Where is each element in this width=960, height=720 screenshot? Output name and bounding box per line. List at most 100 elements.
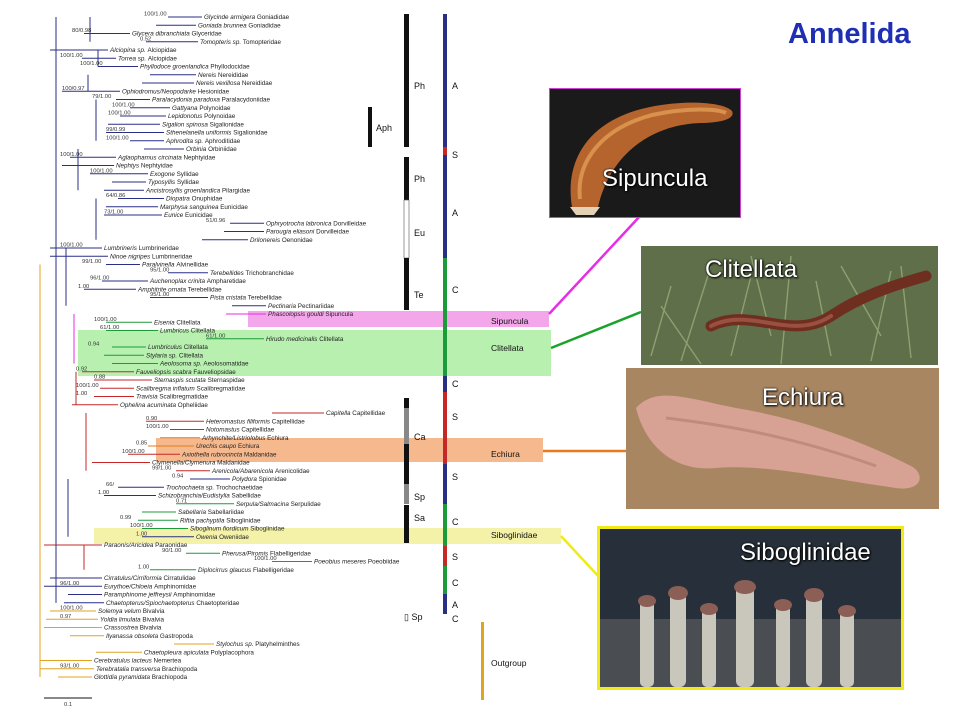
support-value: 100/1.00 [90,168,113,174]
tree-tip-label: Lumbriculus Clitellata [148,344,208,351]
tree-tip-label: Capitella Capitellidae [326,410,386,417]
group-bar-left [368,14,410,543]
support-value: 1.00 [136,531,147,537]
tree-tip-label: Arenicola/Abarenicola Arenicolidae [211,468,310,475]
support-value: 99/0.99 [106,127,125,133]
support-value: 100/1.00 [60,152,83,158]
tree-tip-label: Axiothella rubrocincta Maldanidae [181,451,277,458]
tree-tip-label: Crassostrea Bivalvia [104,625,162,632]
column-label-s-4: S [452,552,458,562]
column-label-a-1: A [452,81,458,91]
tree-tip-label: Arhynchite/Listriolobus Echiura [201,435,289,442]
support-value: 95/1.00 [150,292,169,298]
support-value: 100/1.00 [80,61,103,67]
tree-tip-label: Glycera dibranchiata Glyceridae [132,31,222,38]
tree-tip-label: Paraonis/Aricidea Paraonidae [104,542,188,549]
column-label-c-2: C [452,379,459,389]
tree-tip-label: Sabellaria Sabellariidae [178,509,245,516]
tree-tip-label: Diplocirrus glaucus Flabelligeridae [198,567,294,574]
tree-tip-label: Sternaspis scutata Sternaspidae [154,377,245,384]
tree-tip-label: Torrea sp. Alciopidae [118,55,177,62]
photo-label-clitellata: Clitellata [705,256,798,283]
support-value: 100/1.00 [146,424,169,430]
tree-tip-label: Pherusa/Piromis Flabelligeridae [222,550,311,557]
support-value: 100/1.00 [130,523,153,529]
tree-tip-label: Riftia pachyptila Siboglinidae [180,517,261,524]
tree-branches [39,16,324,678]
tree-tip-label: Eisenia Clitellata [154,319,201,326]
band-label-echiura: Echiura [491,449,520,459]
tree-tip-label: Chaetopterus/Spiochaetopterus Chaetopter… [106,600,240,607]
support-value: 100/1.00 [106,135,129,141]
connector-siboglinidae [560,535,601,579]
band-label-clitellata: Clitellata [491,343,524,353]
group-label-eu: Eu [414,228,425,238]
support-value: 1.00 [98,490,109,496]
tree-tip-label: Diopatra Onuphidae [166,196,223,203]
tree-tip-label: Owenia Oweniidae [196,534,249,541]
tree-tip-label: Drilonereis Oenonidae [250,237,313,244]
tree-tip-label: Alciopina sp. Alciopidae [109,47,177,54]
support-value: 51/0.96 [206,218,225,224]
support-value: 93/1.00 [60,663,79,669]
tree-tip-label: Schizobranchia/Eudistylia Sabellidae [158,493,261,500]
tree-tip-label: Fauveliopsis scabra Fauveliopsidae [136,369,236,376]
support-value: 100/1.00 [94,317,117,323]
support-value: 0.90 [146,416,157,422]
group-label-ca: Ca [414,432,426,442]
tree-tip-label: Glottidia pyramidata Brachiopoda [94,674,188,681]
column-label-c-1: C [452,285,459,295]
tree-tip-label: Typosyllis Syllidae [148,179,199,186]
support-value: 95/1.00 [150,267,169,273]
tree-tip-label: Polydora Spionidae [232,476,287,483]
support-value: 73/1.00 [104,210,123,216]
tree-tip-label: Siboglinum fiordicum Siboglinidae [190,526,285,533]
group-label-aph: Aph [376,123,392,133]
band-echiura [156,438,543,462]
photo-echiura: Echiura [626,368,939,509]
tree-tip-label: Terebratalia transversa Brachiopoda [96,666,198,673]
photo-label-siboglinidae: Siboglinidae [740,539,871,566]
photo-sipuncula: Sipuncula [549,88,741,218]
tree-tip-label: Serpula/Salmacina Serpulidae [236,501,321,508]
tree-tip-label: Trochochaeta sp. Trochochaetidae [166,484,263,491]
photo-label-sipuncula: Sipuncula [602,165,708,192]
tree-tip-label: Ophiodromus/Neopodarke Hesionidae [122,88,230,95]
support-value: 96/1.00 [60,581,79,587]
tree-tip-label: Ninoe nigripes Lumbrineridae [110,253,193,260]
support-value: 0.94 [88,342,100,348]
support-value: 61/1.00 [206,333,225,339]
tree-tip-label: Yoldia limulata Bivalvia [100,616,165,623]
band-label-siboglinidae: Siboglinidae [491,530,538,540]
support-value: 100/1.00 [60,53,83,59]
tree-tip-label: Phyllodoce groenlandica Phyllodocidae [140,64,250,71]
column-label-c-4: C [452,578,459,588]
tree-tip-label: Poeobius meseres Poeobiidae [314,559,400,566]
tree-tip-label: Marphysa sanguinea Eunicidae [160,204,248,211]
support-value: 100/1.00 [122,449,145,455]
tree-tip-label: Exogone Syllidae [150,171,199,178]
support-value: 1.00 [76,391,87,397]
tree-tip-label: Aphrodita sp. Aphroditidae [165,138,241,145]
connector-sipuncula [548,214,642,315]
support-value: 90/1.00 [162,548,181,554]
photo-siboglinidae: Siboglinidae [597,526,904,690]
support-value: 100/1.00 [144,12,167,18]
support-value: 0.99 [120,515,131,521]
tree-tip-label: Sigalion spinosa Sigalionidae [162,121,244,128]
tree-tip-label: Paramphinome jeffreysii Amphinomidae [104,592,216,599]
support-value: 100/0.97 [62,86,85,92]
tree-tip-label: Scalibregma inflatum Scalibregmatidae [136,385,246,392]
support-value: 66/ [106,482,114,488]
connector-clitellata [550,310,642,350]
tree-tip-label: Urechis caupo Echiura [196,443,260,450]
tree-tip-label: Clymenella/Clymenura Maldanidae [152,460,250,467]
support-value: 100/1.00 [108,111,131,117]
earthworm-icon [650,255,932,365]
tree-tip-label: Orbinia Orbiniidae [186,146,237,153]
tree-tip-label: Ilyanassa obsoleta Gastropoda [106,633,193,640]
tree-tip-label: Stylaria sp. Clitellata [146,352,204,359]
tree-tip-label: Notomastus Capitellidae [206,427,275,434]
